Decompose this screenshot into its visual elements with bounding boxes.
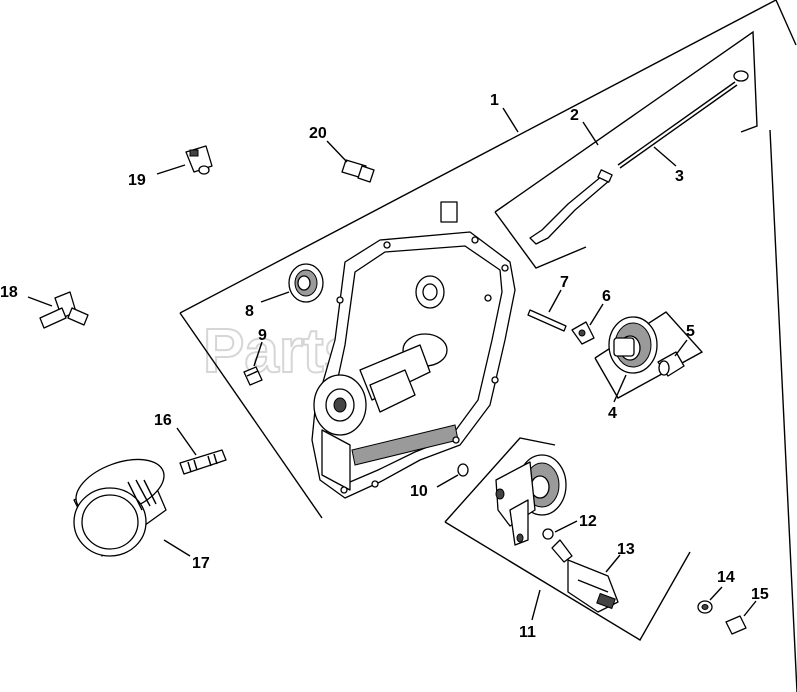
part-3-dipstick	[617, 70, 749, 169]
callout-13: 13	[617, 541, 635, 558]
callout-5: 5	[686, 323, 695, 340]
callout-3: 3	[675, 168, 684, 185]
callout-16: 16	[154, 412, 172, 429]
group-outline-2b	[494, 211, 587, 269]
part-10-o-ring	[457, 463, 469, 477]
gear-cover	[311, 201, 516, 499]
part-13-pickup	[551, 539, 619, 613]
group-outline-2	[494, 30, 758, 213]
callout-11: 11	[519, 624, 536, 641]
part-6-lock-tab	[571, 321, 595, 345]
group-outline-1c	[769, 129, 797, 692]
callout-6: 6	[602, 288, 611, 305]
callout-12: 12	[579, 513, 597, 530]
callout-1: 1	[490, 92, 499, 109]
part-11-oil-pump-gear	[495, 454, 567, 546]
callout-18: 18	[0, 284, 18, 301]
callout-17: 17	[192, 555, 210, 572]
part-2-dipstick-tube	[529, 169, 613, 245]
part-16-stud	[179, 449, 227, 475]
part-5-cap	[657, 351, 685, 377]
callout-20: 20	[309, 125, 327, 142]
leader-lines	[27, 107, 757, 621]
callout-2: 2	[570, 107, 579, 124]
part-9-plug	[243, 366, 263, 386]
group-outline-11a	[444, 437, 556, 523]
part-19-oil-sensor	[185, 145, 213, 175]
group-outline-1a	[179, 312, 323, 519]
part-18-elbow-fitting	[39, 291, 89, 329]
part-17-oil-filter	[73, 458, 167, 557]
callout-10: 10	[410, 483, 428, 500]
part-8-oil-seal	[288, 263, 324, 303]
callout-7: 7	[560, 274, 569, 291]
group-outline-11b	[444, 521, 691, 641]
group-outline-1b	[179, 0, 797, 314]
part-12-o-ring	[542, 528, 554, 540]
part-7-pin	[527, 309, 567, 332]
callout-19: 19	[128, 172, 146, 189]
callout-4: 4	[608, 405, 617, 422]
part-4-governor-gear	[608, 316, 658, 374]
callout-8: 8	[245, 303, 254, 320]
callout-15: 15	[751, 586, 769, 603]
part-14-washer	[697, 600, 713, 614]
callout-14: 14	[717, 569, 735, 586]
part-15-screw	[725, 615, 747, 635]
callout-9: 9	[258, 327, 267, 344]
part-20-bolt	[341, 159, 375, 183]
